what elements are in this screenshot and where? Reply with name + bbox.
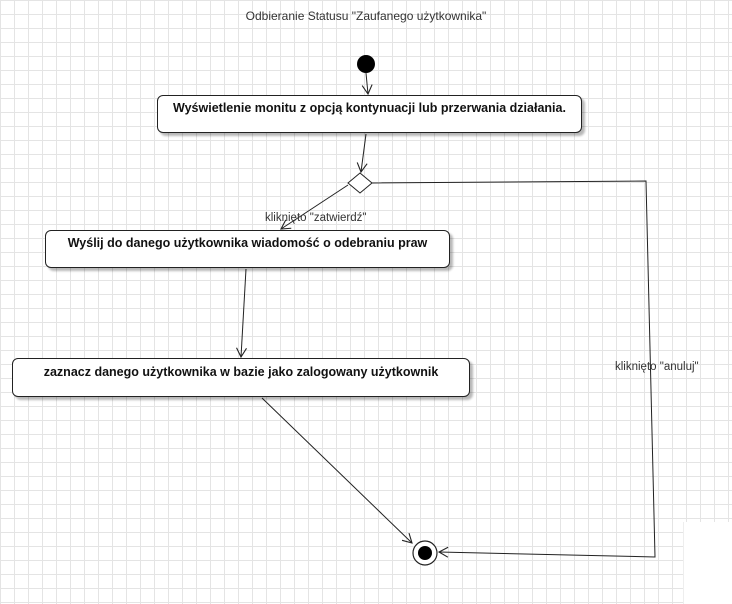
edge-initial-to-prompt [361,72,373,96]
edge-decision-to-final-cancel [371,180,656,558]
activity-mark-logged[interactable]: zaznacz danego użytkownika w bazie jako … [12,358,470,397]
edge-send-message-to-mark-logged [236,268,247,359]
activity-send-message[interactable]: Wyślij do danego użytkownika wiadomość o… [45,230,450,268]
guard-confirm-label: kliknięto "zatwierdź" [265,212,367,224]
activity-mark-logged-label: zaznacz danego użytkownika w bazie jako … [43,364,439,379]
guard-cancel-label: kliknięto "anuluj" [615,361,699,373]
initial-node[interactable] [357,55,375,73]
final-node[interactable] [412,540,438,566]
edge-mark-logged-to-final [261,397,413,544]
activity-send-message-label: Wyślij do danego użytkownika wiadomość o… [67,236,428,250]
canvas-corner-panel [683,522,732,604]
activity-show-prompt[interactable]: Wyświetlenie monitu z opcją kontynuacji … [157,95,582,133]
edge-decision-to-send-message [280,184,349,230]
diagram-title: Odbieranie Statusu "Zaufanego użytkownik… [245,9,487,23]
decision-node[interactable] [347,172,373,194]
activity-show-prompt-label: Wyświetlenie monitu z opcją kontynuacji … [173,101,566,115]
edge-prompt-to-decision [356,133,368,174]
